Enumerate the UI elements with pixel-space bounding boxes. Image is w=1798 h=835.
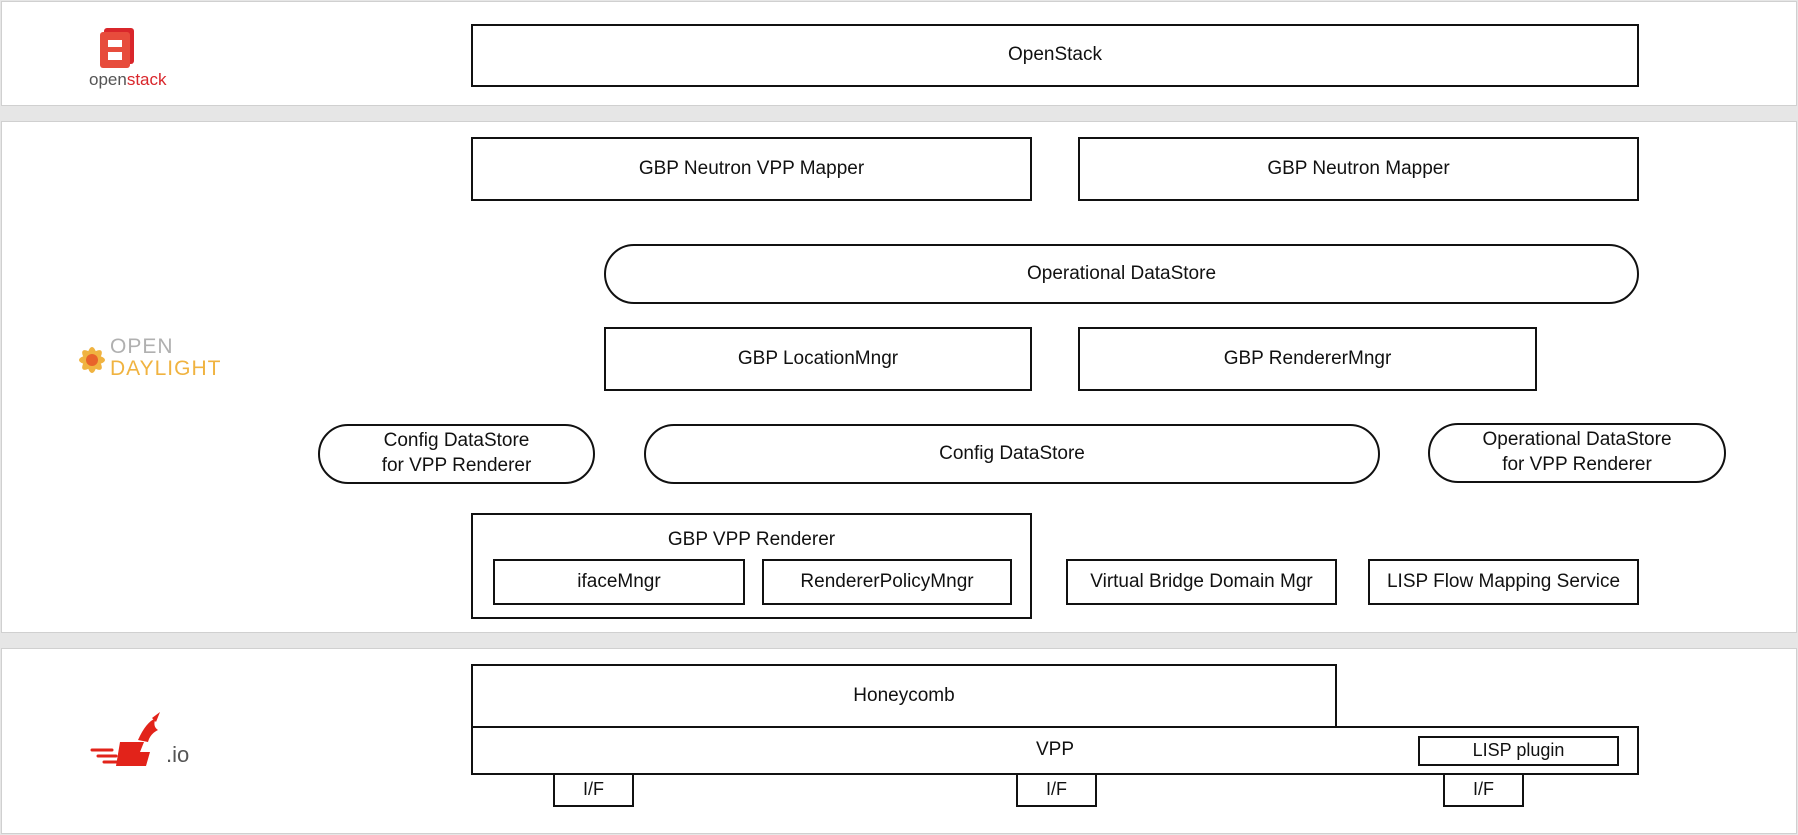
gbp-renderer-mngr-label: GBP RendererMngr bbox=[1223, 347, 1392, 369]
operational-datastore-vpp-renderer-line2: for VPP Renderer bbox=[1502, 454, 1652, 475]
operational-datastore-vpp-renderer-box: Operational DataStore for VPP Renderer bbox=[1428, 423, 1726, 483]
interface-label: I/F bbox=[583, 779, 604, 800]
virtual-bridge-domain-mgr-box: Virtual Bridge Domain Mgr bbox=[1066, 559, 1337, 605]
renderer-policy-mngr-label: RendererPolicyMngr bbox=[800, 570, 974, 592]
honeycomb-label: Honeycomb bbox=[853, 684, 955, 706]
config-datastore-vpp-renderer-line2: for VPP Renderer bbox=[381, 455, 532, 476]
vpp-label: VPP bbox=[1035, 739, 1075, 761]
interface-box: I/F bbox=[1443, 773, 1524, 807]
operational-datastore-vpp-renderer-line1: Operational DataStore bbox=[1482, 429, 1672, 451]
opendaylight-logo-daylight: DAYLIGHT bbox=[110, 357, 222, 381]
honeycomb-box: Honeycomb bbox=[471, 664, 1337, 728]
gbp-renderer-mngr-box: GBP RendererMngr bbox=[1078, 327, 1537, 391]
opendaylight-sun-icon bbox=[79, 347, 105, 373]
gbp-neutron-mapper-label: GBP Neutron Mapper bbox=[1267, 157, 1450, 179]
config-datastore-vpp-renderer-line1: Config DataStore bbox=[383, 430, 530, 452]
gbp-neutron-mapper-box: GBP Neutron Mapper bbox=[1078, 137, 1639, 201]
config-datastore-vpp-renderer-box: Config DataStore for VPP Renderer bbox=[318, 424, 595, 484]
interface-box: I/F bbox=[553, 773, 634, 807]
virtual-bridge-domain-mgr-label: Virtual Bridge Domain Mgr bbox=[1090, 570, 1313, 592]
opendaylight-logo-open: OPEN bbox=[110, 335, 174, 358]
openstack-box: OpenStack bbox=[471, 24, 1639, 87]
openstack-logo-open: open bbox=[89, 70, 127, 89]
opendaylight-logo: OPEN DAYLIGHT bbox=[70, 335, 230, 386]
openstack-logo: openstack bbox=[88, 24, 168, 94]
interface-label: I/F bbox=[1046, 779, 1067, 800]
gbp-neutron-vpp-mapper-label: GBP Neutron VPP Mapper bbox=[638, 157, 865, 179]
config-datastore-box: Config DataStore bbox=[644, 424, 1380, 484]
gbp-location-mngr-label: GBP LocationMngr bbox=[737, 347, 899, 369]
iface-mngr-label: ifaceMngr bbox=[577, 570, 661, 592]
lisp-flow-mapping-service-label: LISP Flow Mapping Service bbox=[1386, 570, 1621, 592]
fdio-logo: .io bbox=[90, 712, 200, 770]
fdio-logo-io: .io bbox=[166, 742, 190, 767]
renderer-policy-mngr-box: RendererPolicyMngr bbox=[762, 559, 1012, 605]
lisp-plugin-label: LISP plugin bbox=[1472, 740, 1565, 761]
iface-mngr-box: ifaceMngr bbox=[493, 559, 745, 605]
gbp-location-mngr-box: GBP LocationMngr bbox=[604, 327, 1032, 391]
lisp-plugin-box: LISP plugin bbox=[1418, 736, 1619, 766]
openstack-logo-icon bbox=[100, 28, 134, 68]
interface-label: I/F bbox=[1473, 779, 1494, 800]
config-datastore-label: Config DataStore bbox=[939, 442, 1085, 464]
operational-datastore-label: Operational DataStore bbox=[1026, 262, 1217, 284]
operational-datastore-box: Operational DataStore bbox=[604, 244, 1639, 304]
interface-box: I/F bbox=[1016, 773, 1097, 807]
gbp-vpp-renderer-label: GBP VPP Renderer bbox=[667, 529, 836, 550]
openstack-label: OpenStack bbox=[1008, 44, 1102, 66]
lisp-flow-mapping-service-box: LISP Flow Mapping Service bbox=[1368, 559, 1639, 605]
openstack-logo-stack: stack bbox=[126, 70, 167, 89]
gbp-neutron-vpp-mapper-box: GBP Neutron VPP Mapper bbox=[471, 137, 1032, 201]
fdio-rabbit-icon bbox=[90, 712, 160, 766]
